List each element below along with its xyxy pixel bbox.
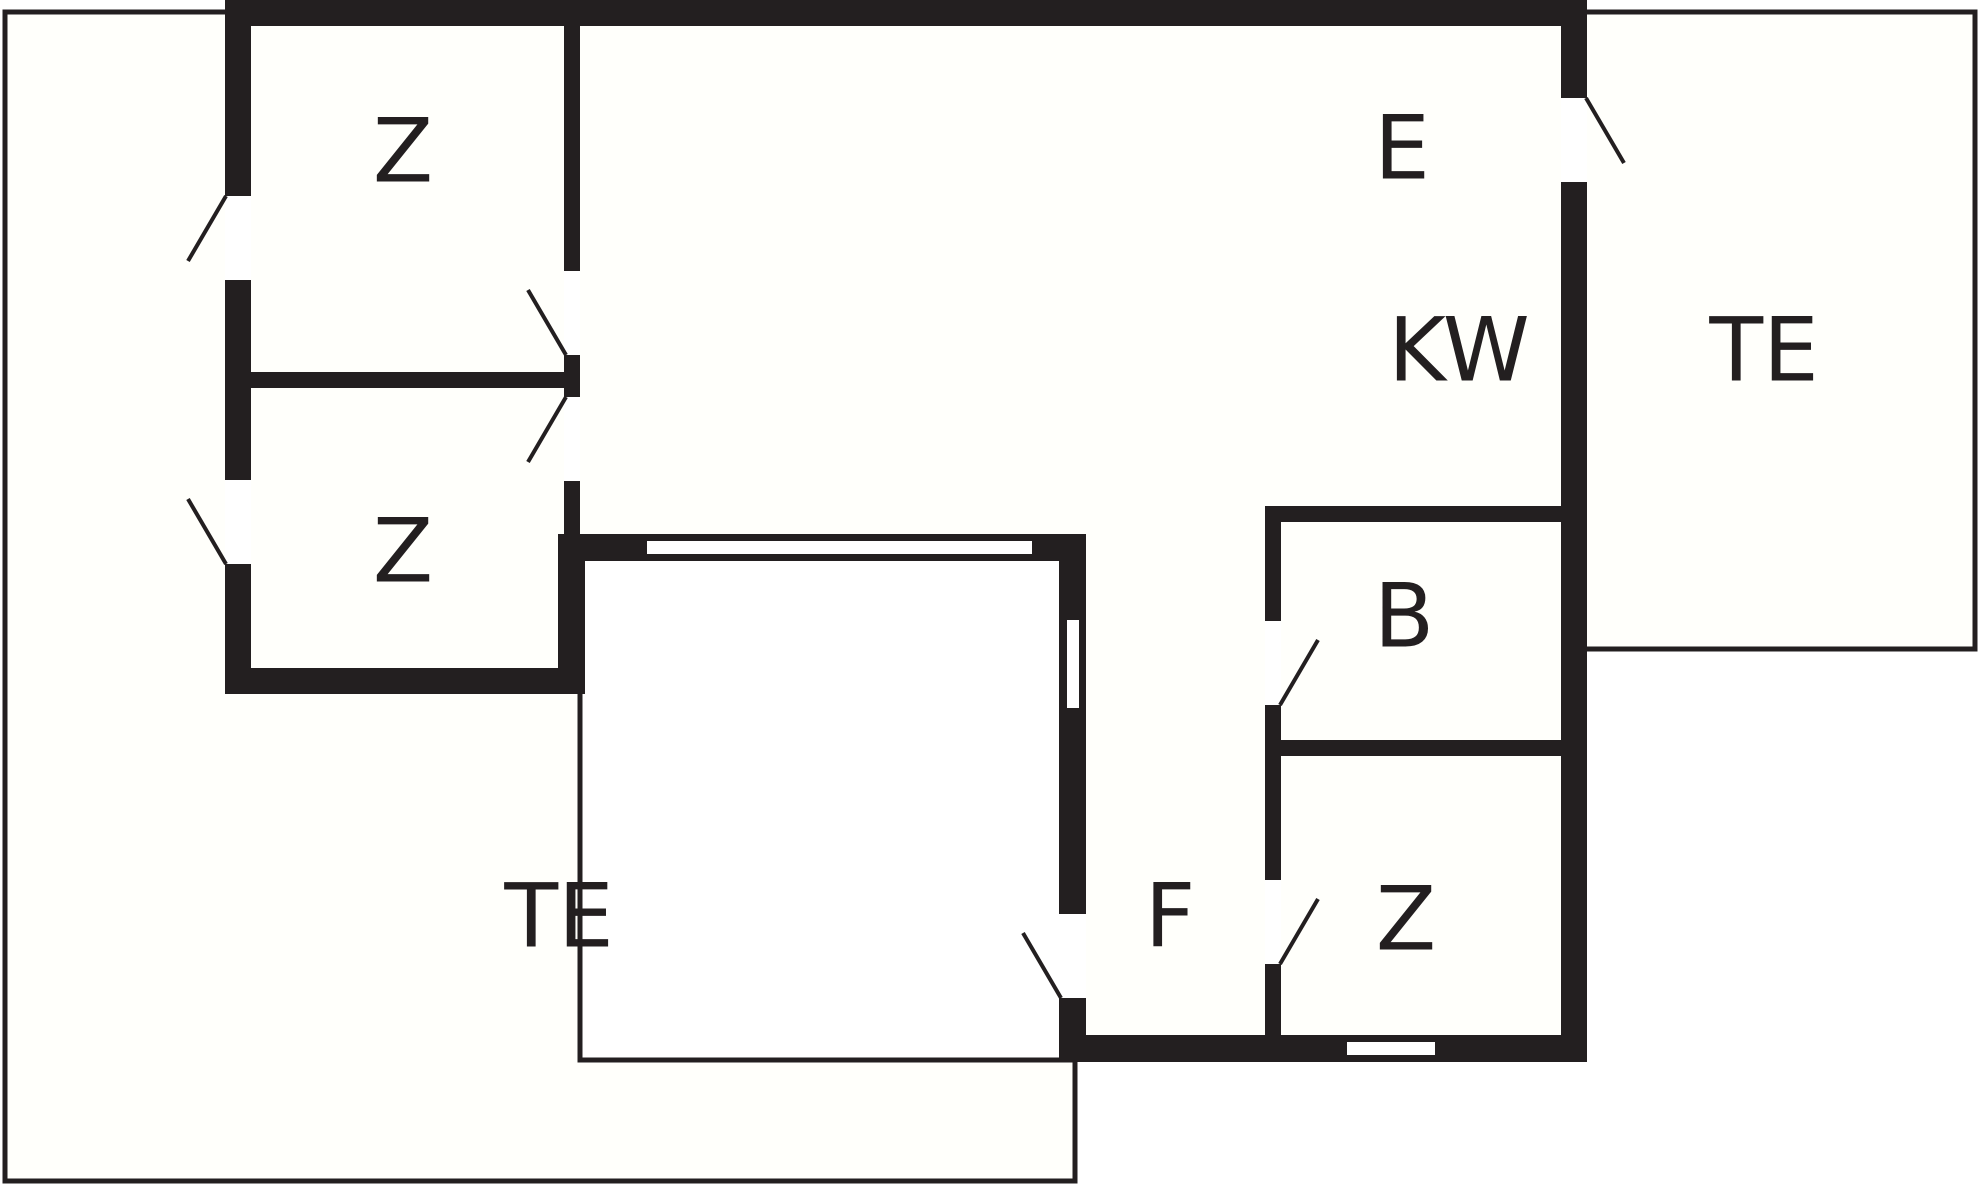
window-bottom: [1347, 1042, 1435, 1055]
door-openings: [225, 98, 1587, 998]
terrace-right-outline: [1580, 9, 1978, 652]
wall-bottom: [1059, 1035, 1587, 1062]
door-opening-partition-upper: [564, 271, 580, 355]
door-swing-hall-terrace: [1021, 931, 1063, 1000]
room-label-kw: KW: [1388, 299, 1530, 402]
room-label-te-right: TE: [1708, 299, 1818, 402]
door-opening-left-upper: [225, 196, 251, 280]
room-label-z-bottom-right: Z: [1376, 868, 1436, 971]
room-label-z-top-left: Z: [373, 100, 433, 203]
wall-top: [225, 0, 1587, 26]
door-opening-partition-lower: [564, 397, 580, 481]
wall-left: [225, 0, 251, 694]
room-label-te-bottom-left: TE: [503, 865, 613, 968]
room-label-f: F: [1145, 865, 1196, 968]
door-swing-right-terrace: [1584, 96, 1626, 165]
door-swings: [186, 96, 1626, 1000]
door-opening-bathroom: [1265, 621, 1281, 705]
room-label-e: E: [1374, 97, 1430, 200]
door-swing-bedroom-right: [1278, 897, 1320, 966]
partition-z-rooms-horizontal: [237, 372, 580, 388]
partition-bathroom-bottom: [1265, 740, 1570, 756]
partition-bathroom-top: [1265, 506, 1570, 522]
windows: [647, 541, 1435, 1055]
door-opening-hall-terrace: [1059, 914, 1086, 998]
door-swing-partition-upper: [526, 288, 568, 357]
room-labels: Z Z E KW TE B TE F Z: [373, 97, 1819, 971]
door-swing-left-upper: [186, 194, 228, 263]
door-opening-right-terrace: [1561, 98, 1587, 182]
window-inner-right: [1067, 620, 1079, 708]
room-label-z-mid-left: Z: [373, 500, 433, 603]
door-opening-left-lower: [225, 480, 251, 564]
door-swing-partition-lower: [526, 395, 568, 464]
door-opening-bedroom-right: [1265, 880, 1281, 964]
wall-bottom-left-rooms: [225, 668, 585, 694]
partition-bathroom-left: [1265, 506, 1281, 1046]
window-inner-top: [647, 541, 1032, 554]
door-swing-bathroom: [1278, 638, 1320, 707]
door-swing-left-lower: [186, 497, 228, 566]
room-label-b: B: [1374, 565, 1434, 668]
